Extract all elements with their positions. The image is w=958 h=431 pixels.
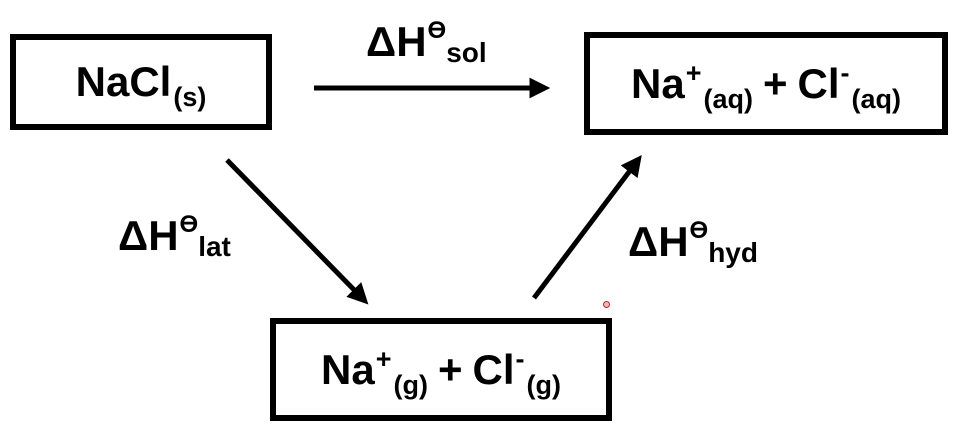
subscript-lat: lat (198, 231, 231, 262)
species-nacl: NaCl (75, 58, 172, 105)
formula-aqueous-ions: Na + (aq) + Cl - (aq) (630, 57, 901, 114)
state-solid: (s) (173, 82, 207, 112)
species-chloride-aq: Cl (797, 59, 840, 107)
standard-state-symbol: ϴ (427, 17, 447, 44)
species-sodium-g: Na (321, 345, 375, 393)
box-aqueous-ions: Na + (aq) + Cl - (aq) (584, 32, 948, 135)
plus-sign-g: + (437, 345, 463, 393)
arrow-hydration (532, 154, 642, 300)
formula-gaseous-ions: Na + (g) + Cl - (g) (321, 343, 561, 400)
pointer-dot (603, 301, 610, 308)
species-chloride-g: Cl (472, 345, 515, 393)
species-sodium-aq: Na (630, 59, 685, 107)
state-chloride-aq: (aq) (851, 83, 902, 114)
standard-state-symbol: ϴ (179, 211, 199, 238)
label-enthalpy-lattice: ΔH ϴ lat (118, 211, 231, 262)
charge-chloride-g: - (515, 343, 525, 374)
formula-nacl-solid: NaCl (s) (75, 58, 207, 112)
state-chloride-g: (g) (526, 369, 561, 400)
charge-sodium-g: + (375, 343, 392, 374)
box-gaseous-ions: Na + (g) + Cl - (g) (270, 318, 612, 421)
standard-state-symbol: ϴ (689, 217, 709, 244)
box-sodium-chloride-solid: NaCl (s) (10, 34, 272, 130)
state-sodium-g: (g) (393, 369, 428, 400)
state-sodium-aq: (aq) (703, 83, 753, 114)
arrow-lattice (225, 158, 369, 305)
charge-chloride-aq: - (840, 57, 850, 88)
subscript-hyd: hyd (708, 237, 758, 268)
delta-h-text: ΔH (118, 212, 179, 259)
delta-h-text: ΔH (366, 18, 427, 65)
plus-sign-aq: + (762, 59, 788, 107)
delta-h-text: ΔH (628, 218, 689, 265)
charge-sodium-aq: + (685, 57, 702, 88)
label-enthalpy-hydration: ΔH ϴ hyd (628, 217, 758, 268)
subscript-sol: sol (446, 37, 487, 68)
label-enthalpy-solution: ΔH ϴ sol (366, 17, 487, 68)
